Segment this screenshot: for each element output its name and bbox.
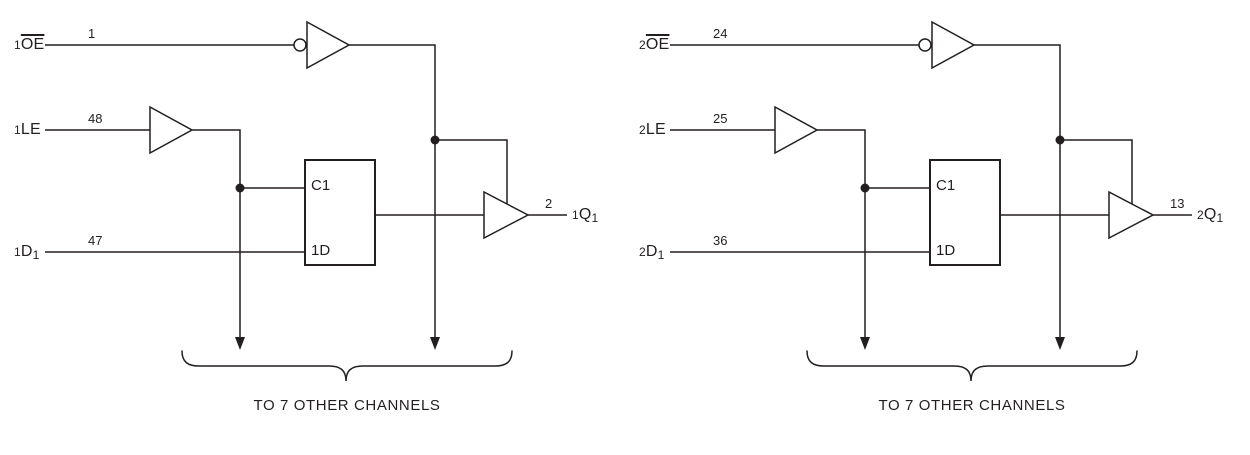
brace-label: TO 7 OTHER CHANNELS	[878, 397, 1066, 414]
le-down-arrow	[235, 337, 245, 350]
channel-2-schematic: 2OE 24 2LE 25 2D1 36 C1 1D 13 2Q1 TO 7 O…	[625, 0, 1250, 455]
q-label-prefix: 2	[1197, 208, 1204, 222]
oe-label-prefix: 1	[14, 38, 21, 52]
le-junction-dot	[235, 183, 245, 193]
le-label-name: LE	[20, 121, 41, 138]
latch-clock-label: C1	[311, 177, 331, 194]
q-label-name: Q	[1203, 206, 1217, 223]
channel-2-wires	[670, 20, 1192, 382]
latch-box	[929, 159, 1001, 266]
oe-label-name: OE	[20, 36, 45, 53]
enable-branch-wire	[435, 139, 508, 204]
oe-down-arrow	[1055, 337, 1065, 350]
le-label-prefix: 2	[639, 123, 646, 137]
d-pin-number: 47	[88, 233, 103, 248]
oe-vertical-wire	[349, 44, 436, 338]
le-pin-number: 48	[88, 111, 103, 126]
latch-box	[304, 159, 376, 266]
le-down-arrow	[860, 337, 870, 350]
le-label-name: LE	[645, 121, 666, 138]
oe-inverter-triangle	[931, 20, 976, 70]
le-label: 2LE	[639, 121, 666, 139]
latch-clock-label: C1	[936, 177, 956, 194]
d-label-prefix: 2	[639, 245, 646, 259]
d-label-subscript: 1	[657, 248, 665, 262]
channel-1-schematic: 1OE 1 1LE 48 1D1 47 C1 1D 2 1Q1 TO 7 OTH…	[14, 20, 599, 414]
brace	[806, 350, 1138, 382]
oe-label-name: OE	[645, 36, 670, 53]
le-buffer-triangle	[149, 105, 194, 155]
d-pin-number: 36	[713, 233, 728, 248]
q-pin-number: 13	[1170, 196, 1185, 211]
q-output-label: 1Q1	[572, 206, 599, 225]
le-junction-dot	[860, 183, 870, 193]
oe-inverter-triangle	[306, 20, 351, 70]
le-buffer-triangle	[774, 105, 819, 155]
d-label-subscript: 1	[32, 248, 40, 262]
q-label-name: Q	[578, 206, 592, 223]
le-vertical-wire	[192, 129, 241, 338]
oe-junction-dot	[430, 135, 440, 145]
d-label-name: D	[645, 243, 658, 260]
oe-vertical-wire	[974, 44, 1061, 338]
output-buffer-triangle	[483, 190, 530, 240]
le-pin-number: 25	[713, 111, 728, 126]
q-label-subscript: 1	[591, 211, 599, 225]
oe-pin-number: 24	[713, 26, 728, 41]
inversion-bubble	[293, 38, 307, 52]
q-label-prefix: 1	[572, 208, 579, 222]
brace	[181, 350, 513, 382]
d-label-name: D	[20, 243, 33, 260]
output-buffer-triangle	[1108, 190, 1155, 240]
latch-data-label: 1D	[311, 242, 331, 259]
brace-label: TO 7 OTHER CHANNELS	[253, 397, 441, 414]
q-pin-number: 2	[545, 196, 553, 211]
latch-data-label: 1D	[936, 242, 956, 259]
oe-pin-number: 1	[88, 26, 96, 41]
le-label-prefix: 1	[14, 123, 21, 137]
oe-label: 2OE	[639, 36, 669, 54]
oe-label: 1OE	[14, 36, 44, 54]
le-label: 1LE	[14, 121, 41, 139]
oe-label-prefix: 2	[639, 38, 646, 52]
q-output-label: 2Q1	[1197, 206, 1224, 225]
q-label-subscript: 1	[1216, 211, 1224, 225]
d-input-label: 1D1	[14, 243, 40, 262]
enable-branch-wire	[1060, 139, 1133, 204]
inversion-bubble	[918, 38, 932, 52]
oe-junction-dot	[1055, 135, 1065, 145]
oe-down-arrow	[430, 337, 440, 350]
channel-1-wires	[45, 20, 567, 382]
d-input-label: 2D1	[639, 243, 665, 262]
d-label-prefix: 1	[14, 245, 21, 259]
le-vertical-wire	[817, 129, 866, 338]
